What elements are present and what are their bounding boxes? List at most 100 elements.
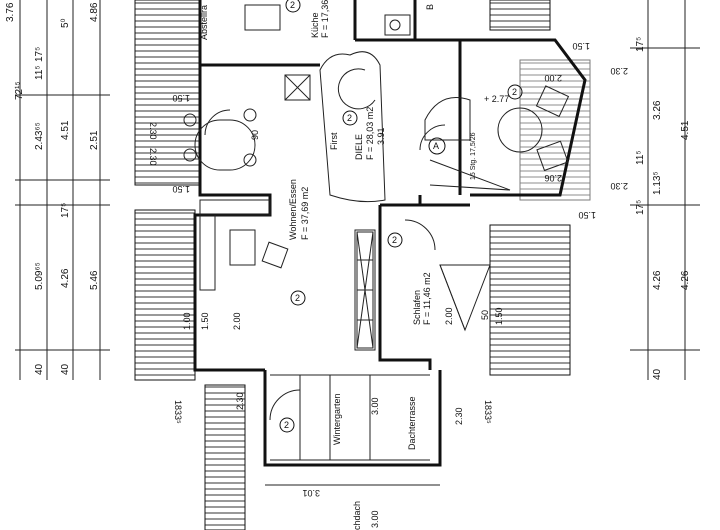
- bottom-dimensions: 1833⁵ 2.30 3.00 2.30 1833⁵ 3.01 3.00: [173, 392, 493, 528]
- interior-lines: [204, 51, 511, 486]
- roof-hatch-bottom-left: [204, 384, 246, 530]
- stair-spiral: [337, 68, 446, 151]
- svg-text:2: 2: [284, 420, 289, 430]
- svg-text:1833⁵: 1833⁵: [173, 400, 183, 424]
- svg-text:2: 2: [295, 293, 300, 303]
- svg-text:3.91: 3.91: [376, 127, 386, 145]
- bed: [439, 264, 491, 332]
- svg-text:11⁵: 11⁵: [34, 65, 45, 80]
- svg-text:3.76: 3.76: [5, 2, 16, 22]
- svg-text:4.51: 4.51: [60, 120, 71, 140]
- svg-text:1.13⁵: 1.13⁵: [652, 171, 663, 195]
- roof-hatch-right-top: [489, 0, 551, 31]
- svg-text:3.01: 3.01: [302, 488, 320, 498]
- room-area-kueche: F = 17,36: [320, 0, 330, 38]
- roof-hatch-right-corner: [519, 59, 591, 201]
- svg-text:90: 90: [250, 130, 260, 140]
- room-label-bad: B: [425, 4, 435, 10]
- svg-text:2.30: 2.30: [610, 181, 628, 191]
- svg-text:2.30: 2.30: [148, 122, 158, 140]
- svg-text:4.86: 4.86: [89, 2, 100, 22]
- svg-text:40: 40: [652, 368, 663, 380]
- svg-text:2.30: 2.30: [235, 392, 245, 410]
- svg-text:2.06: 2.06: [544, 173, 562, 183]
- room-label-kueche: Küche: [310, 12, 320, 38]
- living-room-seating: [497, 85, 570, 172]
- svg-text:2.00: 2.00: [444, 307, 454, 325]
- svg-text:1.50: 1.50: [572, 41, 590, 51]
- svg-text:3.26: 3.26: [652, 100, 663, 120]
- room-marker-schlafen: 2: [387, 232, 403, 248]
- svg-text:2.30: 2.30: [610, 66, 628, 76]
- svg-text:4.26: 4.26: [60, 268, 71, 288]
- left-dimensions: 3.76 17⁵ 11⁵ 72¹⁵ 2.43⁶⁵ 4.51 2.51 17⁵ 5…: [5, 2, 100, 375]
- svg-text:1.50: 1.50: [578, 210, 596, 220]
- roof-hatch-right-bottom: [489, 224, 571, 376]
- right-dimensions: 17⁵ 4.51 3.26 11⁵ 1.13⁵ 17⁵ 4.26 4.26 40: [635, 37, 691, 380]
- room-label-wohnen: Wohnen/Essen: [288, 179, 298, 240]
- room-marker-wintergarten: 2: [279, 417, 295, 433]
- svg-text:17⁵: 17⁵: [635, 200, 646, 215]
- right-dimension-lines: [630, 0, 700, 380]
- svg-text:40: 40: [34, 363, 45, 375]
- svg-text:40: 40: [60, 363, 71, 375]
- left-dimension-lines: [15, 0, 110, 380]
- svg-text:2.30: 2.30: [454, 407, 464, 425]
- svg-text:5.09⁶⁵: 5.09⁶⁵: [34, 262, 45, 290]
- kitchen-fixtures: [244, 4, 411, 36]
- svg-text:1.50: 1.50: [200, 312, 210, 330]
- svg-text:4.26: 4.26: [680, 270, 691, 290]
- svg-text:3.00: 3.00: [370, 510, 380, 528]
- svg-text:2.30: 2.30: [148, 148, 158, 166]
- svg-text:4.51: 4.51: [680, 120, 691, 140]
- svg-text:2.00: 2.00: [544, 73, 562, 83]
- svg-text:2: 2: [392, 235, 397, 245]
- room-marker-wohnen: 2: [290, 290, 306, 306]
- svg-text:72¹⁵: 72¹⁵: [14, 81, 25, 100]
- svg-text:50: 50: [480, 310, 490, 320]
- svg-text:2: 2: [290, 0, 295, 10]
- room-label-abstellraum: Abstellra: [199, 5, 209, 40]
- svg-text:2: 2: [512, 87, 517, 97]
- section-marker-a: A: [428, 137, 446, 155]
- room-label-dach: chdach: [352, 501, 362, 530]
- dining-table: [183, 108, 257, 171]
- svg-text:5⁰: 5⁰: [60, 18, 71, 28]
- level-mark: + 2.77: [484, 94, 509, 104]
- svg-text:1.50: 1.50: [494, 307, 504, 325]
- room-marker-diele: 2: [342, 110, 358, 126]
- roof-hatch-left-top: [134, 0, 201, 186]
- svg-text:4.26: 4.26: [652, 270, 663, 290]
- svg-text:17⁵: 17⁵: [60, 203, 71, 218]
- svg-text:1.50: 1.50: [172, 93, 190, 103]
- svg-text:1.00: 1.00: [182, 312, 192, 330]
- wardrobe: [356, 231, 374, 349]
- room-marker-kueche: 2: [285, 0, 301, 13]
- room-label-wintergarten: Wintergarten: [332, 393, 342, 445]
- room-label-diele: DIELE: [354, 134, 364, 160]
- svg-text:2.51: 2.51: [89, 130, 100, 150]
- svg-text:3.00: 3.00: [370, 397, 380, 415]
- stair-note: 15 Stg. 17,5/26: [470, 132, 477, 180]
- room-label-dachterrasse: Dachterrasse: [407, 396, 417, 450]
- svg-text:5.46: 5.46: [89, 270, 100, 290]
- roof-hatch-left-bottom: [134, 209, 196, 381]
- svg-text:11⁵: 11⁵: [635, 150, 646, 165]
- room-area-diele: F = 28,03 m2: [365, 107, 375, 160]
- svg-text:A: A: [433, 141, 439, 151]
- inner-dimensions: 1.50 2.30 2.30 90 1.50 1.50 2.00 1.00 2.…: [148, 41, 628, 330]
- room-label-first: First: [329, 132, 339, 150]
- svg-text:1833⁵: 1833⁵: [483, 400, 493, 424]
- room-label-schlafen: Schlafen: [412, 290, 422, 325]
- room-area-schlafen: F = 11,46 m2: [422, 272, 432, 325]
- room-area-wohnen: F = 37,69 m2: [300, 187, 310, 240]
- svg-text:2: 2: [347, 113, 352, 123]
- svg-text:1.50: 1.50: [172, 184, 190, 194]
- svg-text:17⁵: 17⁵: [34, 47, 45, 62]
- sofa: [199, 199, 289, 291]
- room-marker-living: 2: [507, 84, 523, 100]
- svg-text:17⁵: 17⁵: [635, 37, 646, 52]
- svg-text:2.43⁶⁵: 2.43⁶⁵: [34, 122, 45, 150]
- svg-text:2.00: 2.00: [232, 312, 242, 330]
